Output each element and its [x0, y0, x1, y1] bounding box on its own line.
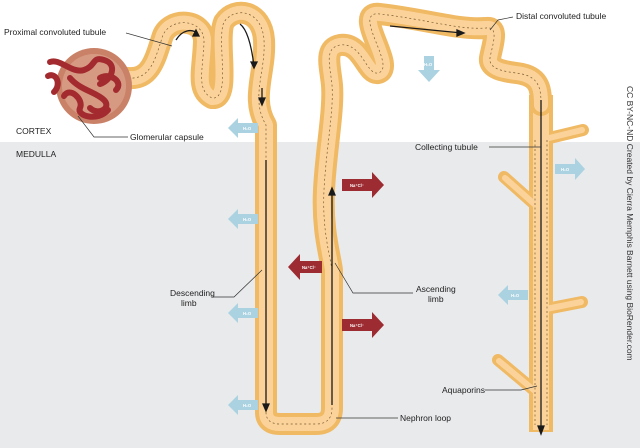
water-label: H₂O — [243, 217, 252, 222]
salt-label: Na⁺Cl⁻ — [302, 265, 316, 270]
collecting-tubule-label: Collecting tubule — [415, 142, 478, 152]
medulla-label: MEDULLA — [16, 149, 56, 159]
salt-label: Na⁺Cl⁻ — [350, 183, 364, 188]
nephron-tubule — [117, 1, 552, 435]
water-label: H₂O — [561, 167, 570, 172]
flow-arrows — [175, 23, 545, 436]
salt-label: Na⁺Cl⁻ — [350, 323, 364, 328]
water-arrow: H₂O — [228, 118, 258, 138]
water-arrow: H₂O — [555, 158, 585, 180]
water-arrow: H₂O — [228, 209, 258, 229]
cortex-label: CORTEX — [16, 126, 52, 136]
water-arrow: H₂O — [228, 395, 258, 415]
aquaporins-label: Aquaporins — [442, 385, 485, 395]
water-arrow: H₂O — [228, 303, 258, 323]
water-arrows: H₂O H₂O H₂O H₂O H₂O H₂O H₂O — [228, 56, 585, 415]
salt-arrows: Na⁺Cl⁻ Na⁺Cl⁻ Na⁺Cl⁻ — [288, 172, 384, 338]
salt-arrow: Na⁺Cl⁻ — [342, 312, 384, 338]
nephron-loop-label: Nephron loop — [400, 413, 451, 423]
credit-text: CC BY-NC-ND Created by Cierra Memphis Ba… — [625, 86, 635, 361]
descending-limb-label-line1: Descending — [170, 288, 215, 298]
water-label: H₂O — [243, 403, 252, 408]
water-arrow: H₂O — [498, 285, 528, 305]
proximal-tubule-label: Proximal convoluted tubule — [4, 27, 106, 37]
glomerulus — [45, 56, 122, 120]
leader-lines — [77, 16, 541, 419]
water-label: H₂O — [243, 311, 252, 316]
distal-tubule-label: Distal convoluted tubule — [516, 11, 607, 21]
descending-limb-label-line2: limb — [181, 298, 197, 308]
water-label: H₂O — [511, 293, 520, 298]
ascending-limb-label-line1: Ascending — [416, 284, 456, 294]
salt-arrow: Na⁺Cl⁻ — [288, 254, 322, 280]
water-label: H₂O — [243, 126, 252, 131]
water-label: H₂O — [424, 62, 433, 67]
glomerular-capsule-label: Glomerular capsule — [130, 132, 204, 142]
water-arrow: H₂O — [418, 56, 440, 82]
salt-arrow: Na⁺Cl⁻ — [342, 172, 384, 198]
ascending-limb-label-line2: limb — [428, 294, 444, 304]
